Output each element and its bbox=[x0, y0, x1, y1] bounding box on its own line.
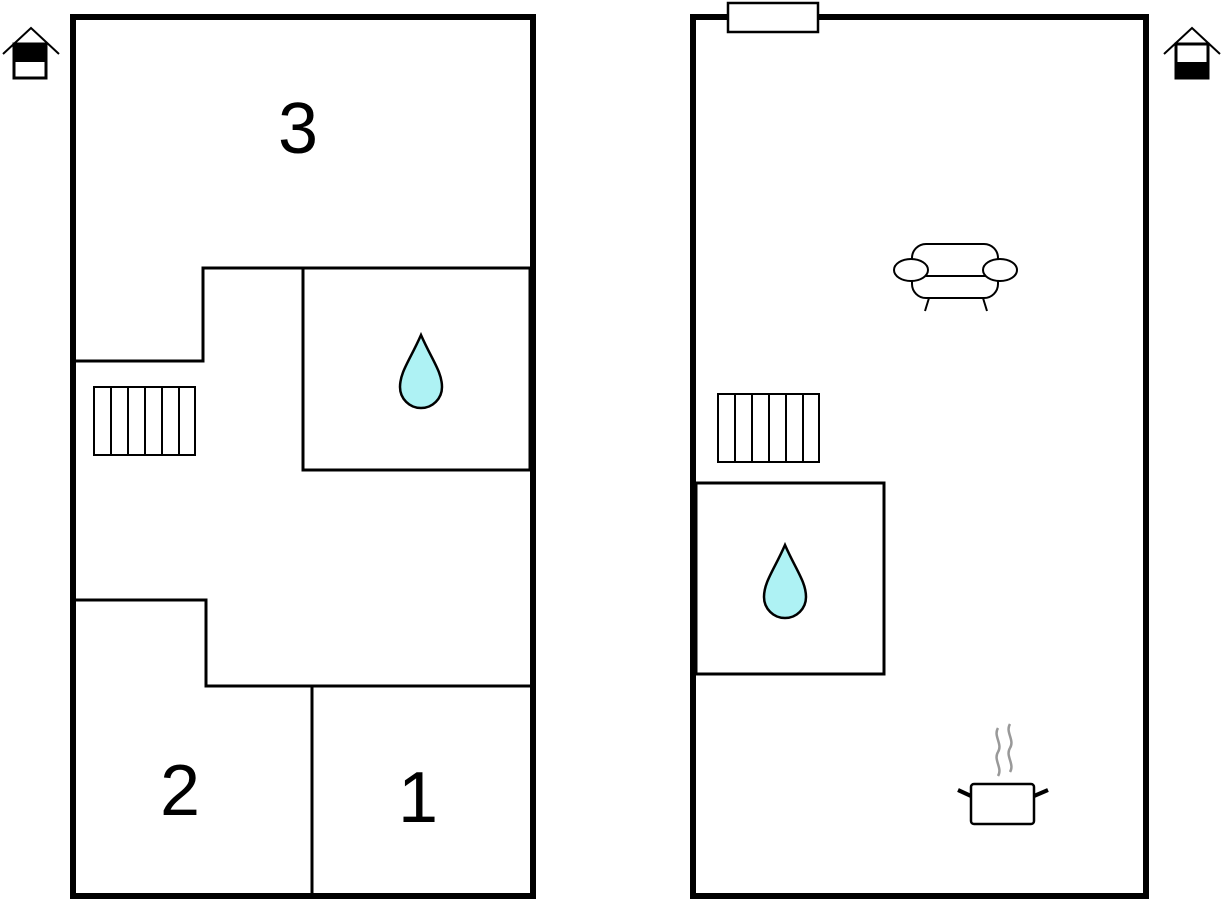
room-label-3: 3 bbox=[278, 89, 318, 169]
interior-wall bbox=[74, 598, 532, 688]
house-floor-icon bbox=[2, 26, 60, 80]
bathroom-drop-icon bbox=[398, 331, 444, 410]
bathroom-drop-icon bbox=[762, 541, 808, 620]
floor-plan-left: 3 2 1 bbox=[2, 14, 536, 899]
bathroom bbox=[301, 266, 532, 472]
floor-plan-right bbox=[690, 1, 1221, 899]
outer-wall bbox=[690, 14, 1149, 899]
room-label-2: 2 bbox=[160, 751, 200, 831]
room-label-1: 1 bbox=[398, 758, 438, 838]
stairs-icon bbox=[717, 393, 820, 463]
sofa-icon bbox=[893, 243, 1018, 312]
bathroom bbox=[694, 481, 886, 676]
window bbox=[726, 1, 820, 34]
outer-wall bbox=[70, 14, 536, 899]
stairs-icon bbox=[93, 386, 196, 456]
cooking-pot-icon bbox=[957, 723, 1049, 826]
house-floor-icon bbox=[1163, 26, 1221, 80]
